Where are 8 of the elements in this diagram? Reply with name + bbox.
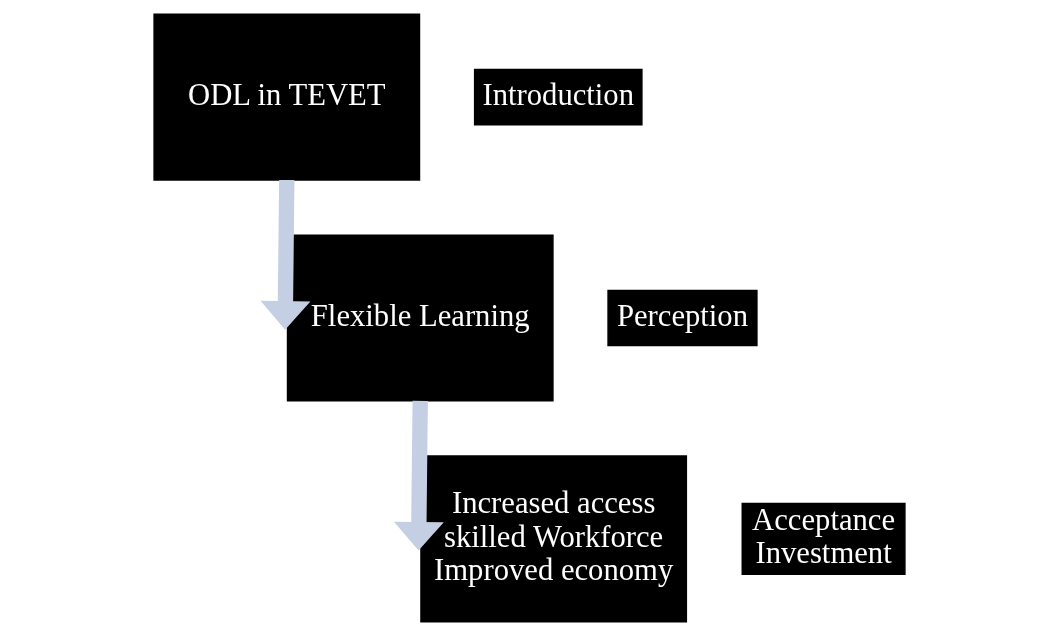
node-box: Acceptance Investment (741, 502, 906, 575)
node-box: Flexible Learning (286, 234, 554, 402)
arrow (393, 400, 444, 551)
node-box: Perception (607, 289, 758, 347)
arrow (260, 179, 311, 330)
node-box: ODL in TEVET (153, 13, 421, 181)
node-box: Increased access skilled Workforce Improved economy (420, 455, 688, 623)
node-box: Introduction (473, 68, 643, 126)
